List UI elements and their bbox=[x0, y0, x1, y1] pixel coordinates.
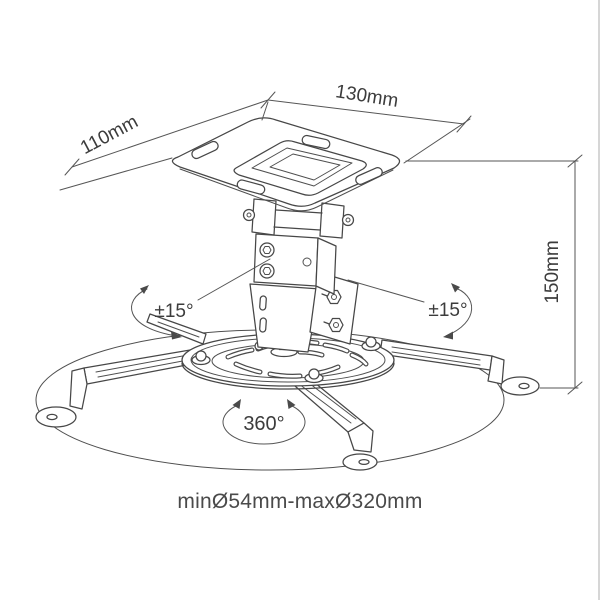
support-arm-back bbox=[146, 313, 207, 345]
turntable-bolts bbox=[191, 336, 381, 384]
bracket-tower bbox=[242, 198, 359, 358]
hinge-bolt bbox=[242, 208, 256, 222]
image-edge-band bbox=[598, 0, 600, 600]
dim-150mm-label: 150mm bbox=[542, 240, 563, 303]
diameter-caption: minØ54mm-maxØ320mm bbox=[177, 490, 423, 513]
arc-arrow-icon bbox=[232, 399, 241, 409]
arc-arrow-icon bbox=[451, 283, 460, 293]
arc-arrow-icon bbox=[171, 331, 182, 340]
tilt-annotation-left: ±15° bbox=[131, 258, 271, 340]
support-arm-right bbox=[379, 339, 540, 396]
swivel-label: 360° bbox=[243, 413, 284, 435]
tilt-right-label: ±15° bbox=[428, 300, 467, 321]
mounting-slot bbox=[301, 134, 331, 150]
arc-arrow-icon bbox=[443, 331, 453, 340]
tilt-annotation-right: ±15° bbox=[347, 279, 473, 340]
adjust-bolt bbox=[323, 317, 344, 333]
arm-foot-right bbox=[500, 376, 540, 396]
arc-arrow-icon bbox=[287, 399, 296, 409]
plate-recess bbox=[233, 140, 367, 196]
mounting-slot bbox=[355, 167, 383, 185]
dim-tick bbox=[64, 158, 80, 176]
tilt-left-label: ±15° bbox=[154, 301, 193, 322]
dim-110mm-label: 110mm bbox=[77, 111, 142, 159]
hinge-bolt bbox=[341, 213, 355, 227]
plate-recess-inner bbox=[251, 147, 353, 187]
dimension-150mm: 150mm bbox=[405, 154, 583, 395]
arc-arrow-icon bbox=[140, 285, 149, 294]
arm-foot-left bbox=[35, 406, 77, 428]
dim-tick bbox=[456, 115, 472, 133]
arm-foot-front bbox=[342, 453, 378, 471]
swivel-annotation: 360° bbox=[222, 399, 306, 445]
foot-hole-icon bbox=[358, 458, 370, 466]
dim-tick bbox=[567, 381, 583, 395]
support-arm-left bbox=[35, 348, 198, 428]
lower-yoke bbox=[249, 283, 321, 353]
dim-130mm-label: 130mm bbox=[334, 81, 400, 112]
mounting-slot bbox=[236, 179, 266, 195]
adjust-bolt bbox=[321, 289, 342, 305]
hinge-bracket bbox=[242, 198, 355, 239]
ceiling-plate bbox=[171, 117, 401, 212]
foot-hole-icon bbox=[46, 413, 58, 421]
socket-screw bbox=[259, 263, 275, 279]
upper-block bbox=[253, 233, 337, 295]
dim-tick bbox=[567, 154, 583, 168]
foot-hole-icon bbox=[518, 382, 530, 390]
right-bracket bbox=[309, 271, 359, 345]
mounting-slot bbox=[191, 140, 219, 160]
socket-screw bbox=[259, 242, 275, 258]
